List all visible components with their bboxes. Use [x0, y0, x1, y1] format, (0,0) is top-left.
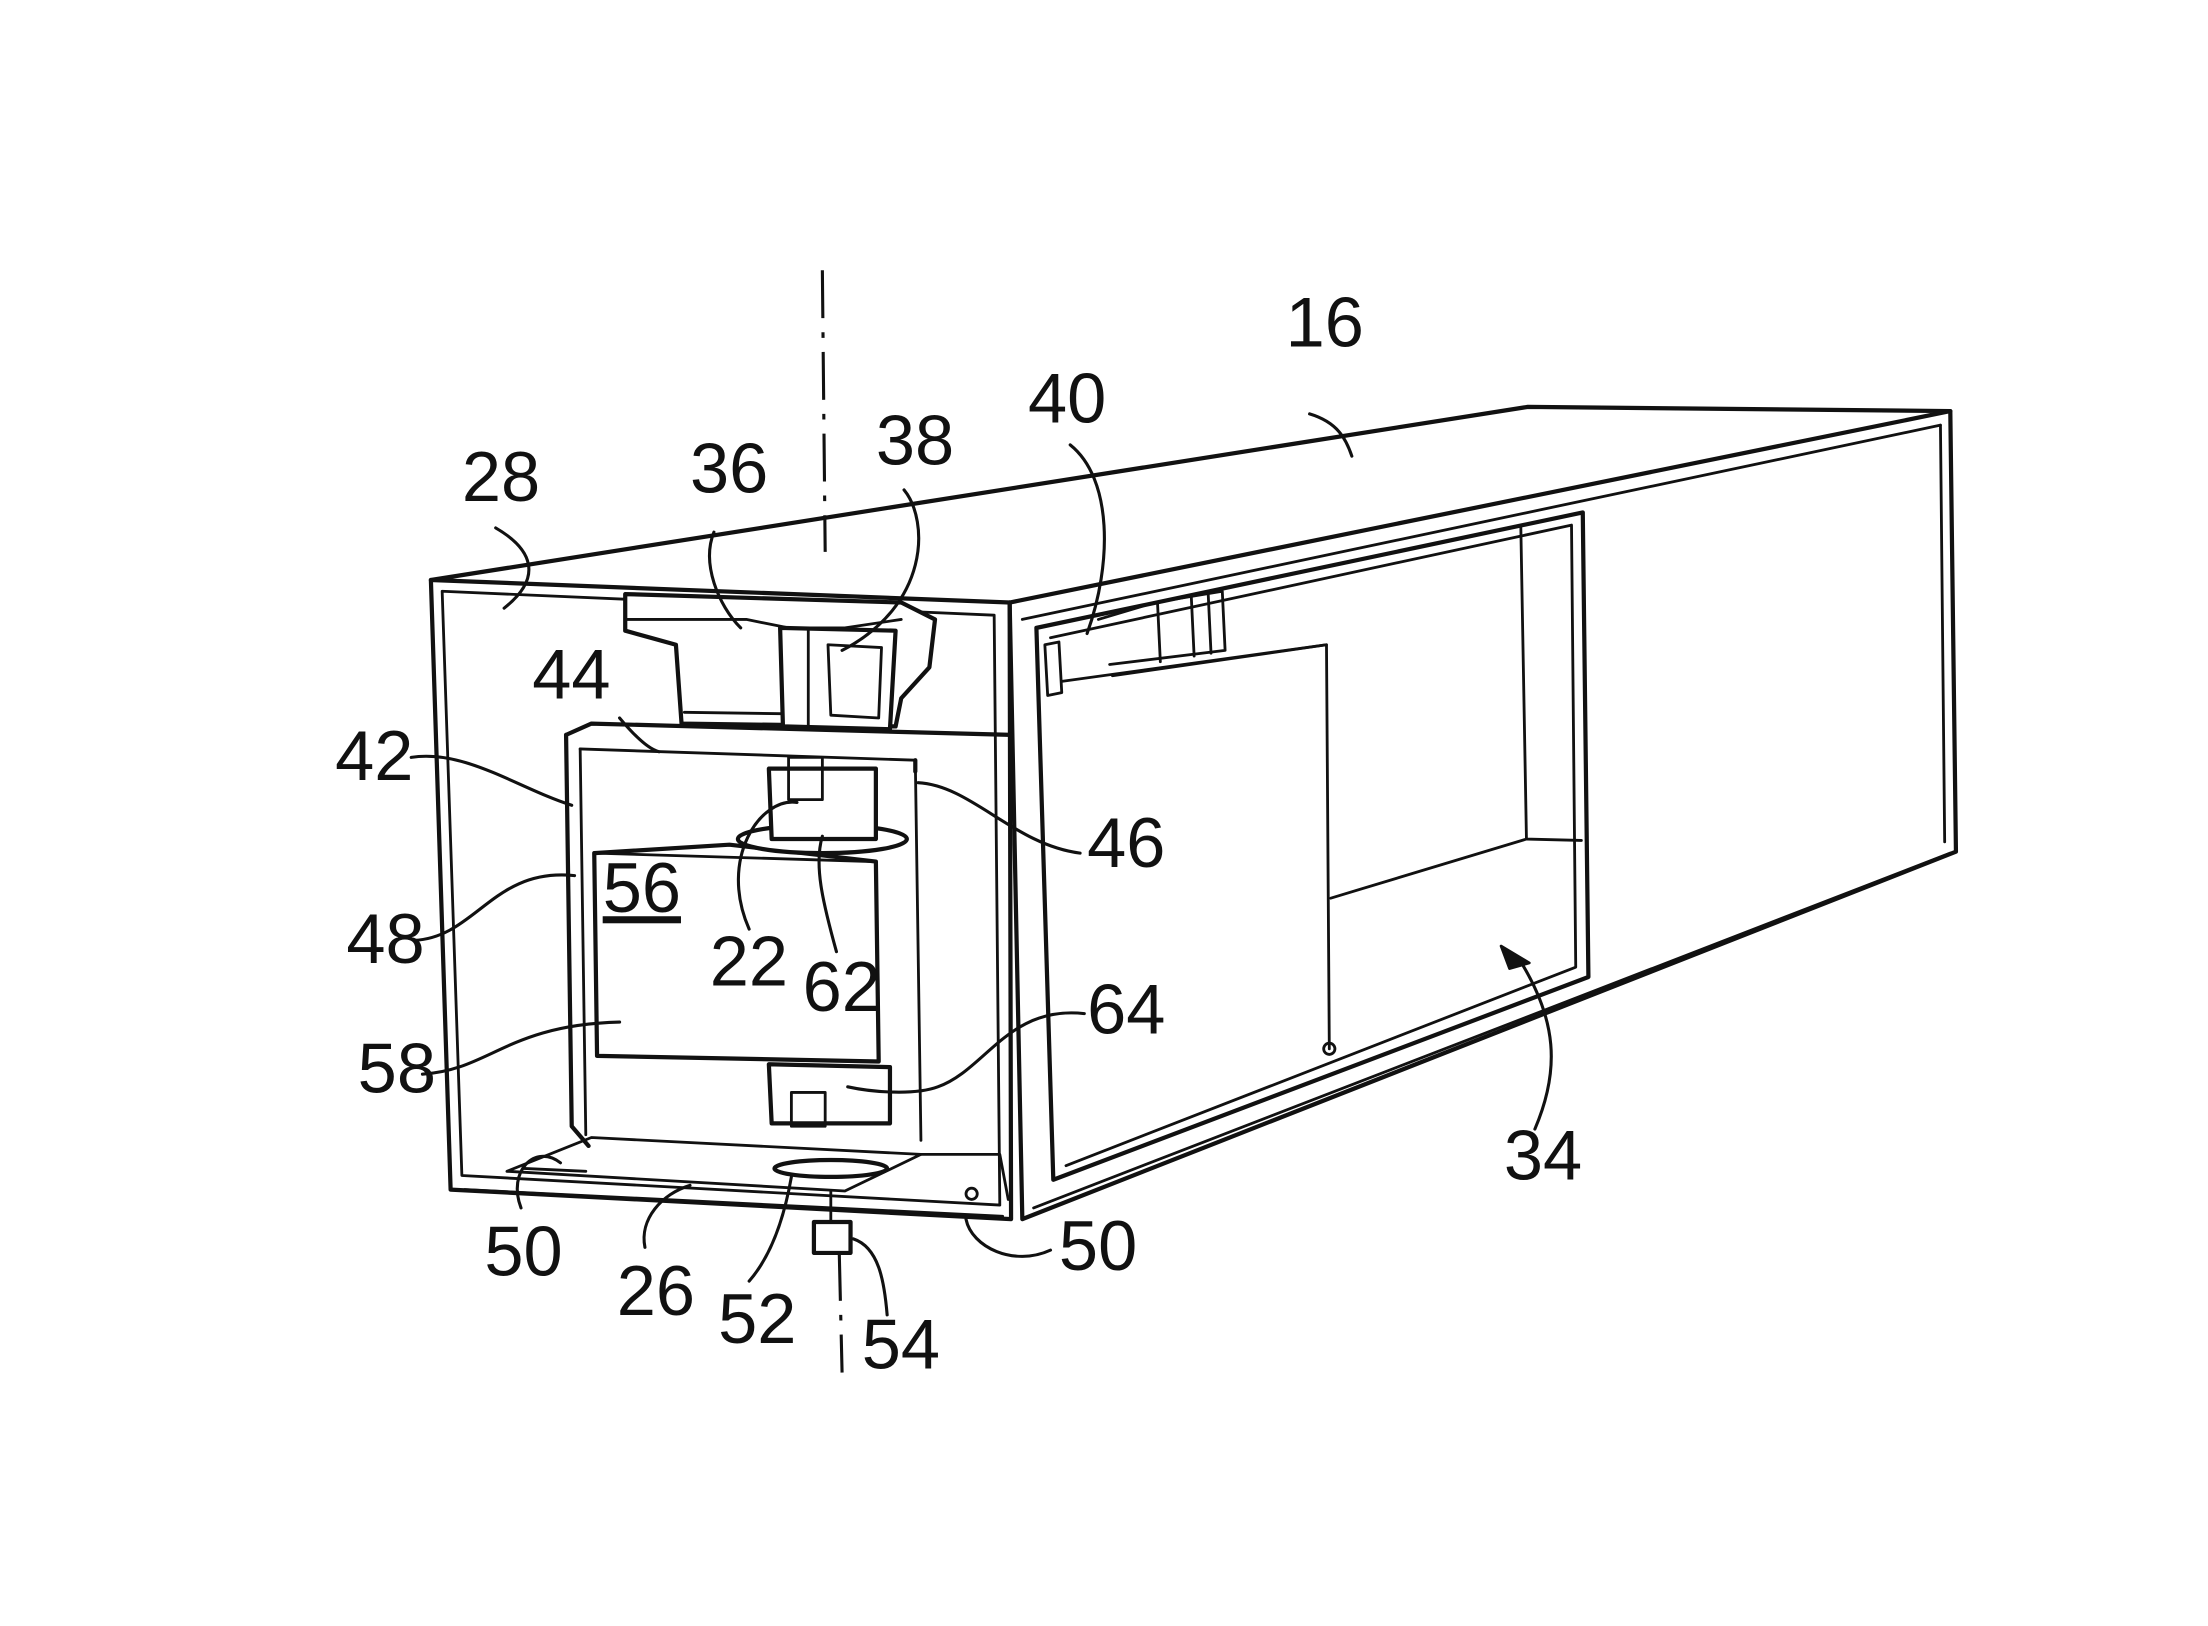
label-46: 46: [1087, 803, 1165, 882]
label-16: 16: [1286, 282, 1364, 361]
label-56: 56: [603, 848, 681, 927]
label-44: 44: [532, 634, 610, 713]
label-36: 36: [690, 429, 768, 508]
label-26: 26: [617, 1251, 695, 1330]
housing-16: [431, 407, 1956, 1219]
label-50-right: 50: [1059, 1206, 1137, 1285]
label-40: 40: [1028, 358, 1106, 437]
label-58: 58: [358, 1028, 436, 1107]
label-38: 38: [876, 401, 954, 480]
side-window-34: [1034, 512, 1951, 1207]
label-64: 64: [1087, 969, 1165, 1048]
label-54: 54: [862, 1304, 940, 1383]
label-50-left: 50: [484, 1211, 562, 1290]
label-48: 48: [346, 899, 424, 978]
label-42: 42: [335, 716, 413, 795]
label-28: 28: [462, 437, 540, 516]
label-52: 52: [718, 1279, 796, 1358]
label-34: 34: [1504, 1116, 1582, 1195]
label-62: 62: [803, 947, 881, 1026]
label-22: 22: [710, 921, 788, 1000]
